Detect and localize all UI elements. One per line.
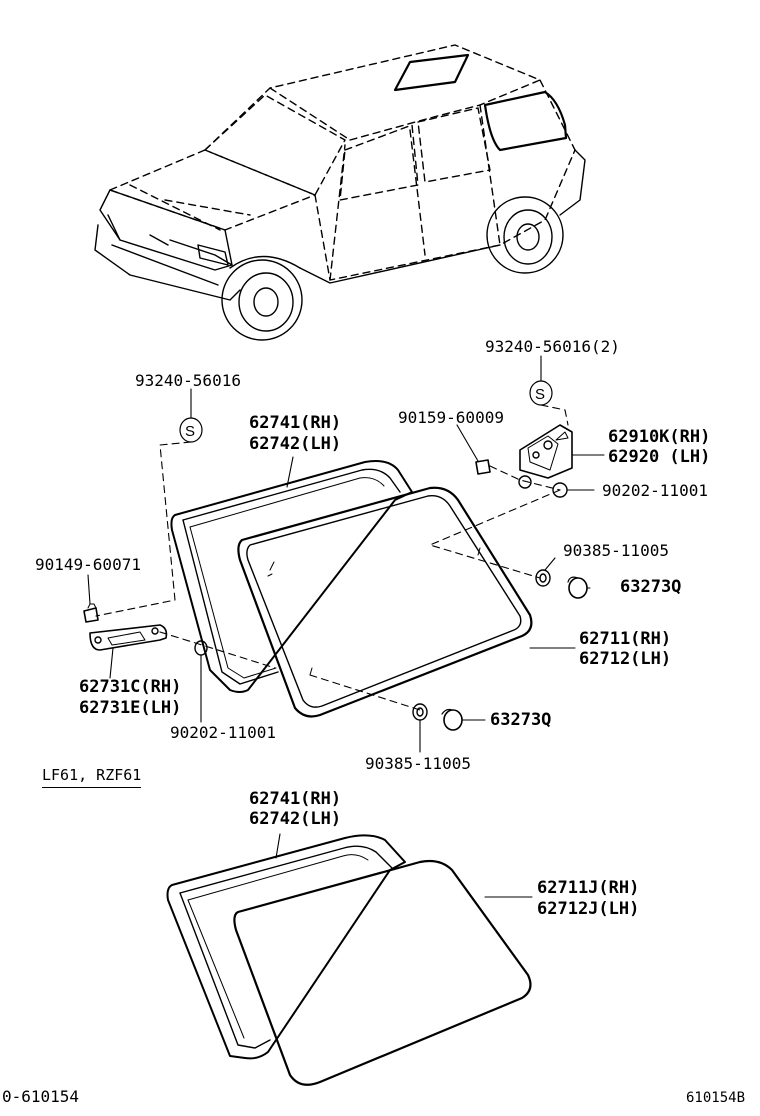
glass-upper — [237, 486, 533, 718]
footer-left-code: 0-610154 — [2, 1087, 80, 1106]
label-62711j: 62711J(RH) — [537, 878, 640, 898]
marker-s-right: S — [529, 380, 553, 406]
marker-s-left: S — [179, 417, 203, 443]
weatherstrip-upper — [170, 460, 413, 693]
label-90149-60071: 90149-60071 — [35, 555, 141, 574]
label-62910k: 62910K(RH) — [608, 427, 711, 447]
label-62712: 62712(LH) — [579, 649, 672, 669]
label-62731c: 62731C(RH) — [79, 677, 182, 697]
label-63273q-right: 63273Q — [620, 577, 682, 597]
assembly-lines — [95, 404, 569, 711]
label-62920: 62920 (LH) — [608, 447, 711, 467]
marker-s-right-text: S — [535, 386, 545, 403]
label-93240-56016: 93240-56016 — [135, 371, 241, 390]
label-62711: 62711(RH) — [579, 629, 672, 649]
label-90202-11001-left: 90202-11001 — [170, 723, 276, 742]
label-63273q-bottom: 63273Q — [490, 710, 552, 730]
label-62741-bottom: 62741(RH) — [249, 789, 342, 809]
label-93240-56016-2: 93240-56016(2) — [485, 337, 620, 356]
label-62742-bottom: 62742(LH) — [249, 809, 342, 829]
label-90159-60009: 90159-60009 — [398, 408, 504, 427]
label-62741-top: 62741(RH) — [249, 413, 342, 433]
label-62712j: 62712J(LH) — [537, 899, 640, 919]
label-90202-11001-right: 90202-11001 — [602, 481, 708, 500]
hinge-left — [83, 603, 208, 656]
variant-note: LF61, RZF61 — [42, 766, 142, 788]
label-90385-11005-right: 90385-11005 — [563, 541, 669, 560]
leader-lines — [87, 355, 605, 898]
vehicle-illustration — [94, 44, 586, 341]
label-62742-top: 62742(LH) — [249, 434, 342, 454]
weatherstrip-lower — [166, 834, 406, 1060]
glass-lower — [233, 859, 532, 1086]
marker-s-left-text: S — [185, 423, 195, 440]
footer-right-code: 610154B — [686, 1090, 746, 1106]
label-90385-11005-bottom: 90385-11005 — [365, 754, 471, 773]
label-62731e: 62731E(LH) — [79, 698, 182, 718]
